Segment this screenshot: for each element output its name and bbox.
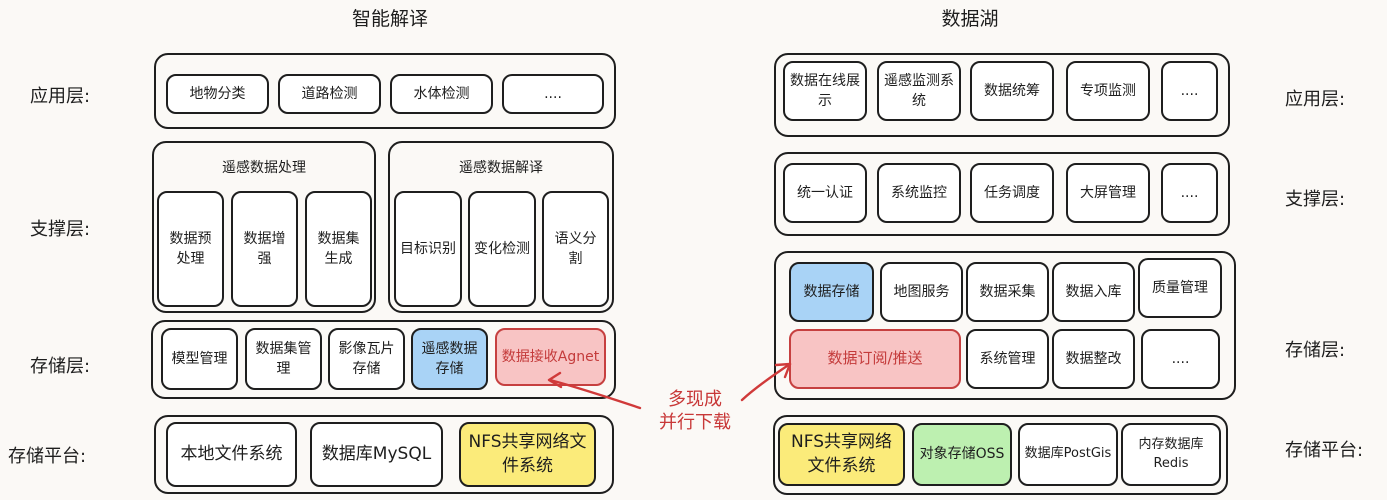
left-app-item: 地物分类 [166,74,269,114]
right-platform-item-nfs: NFS共享网络文件系统 [778,423,905,486]
left-app-item-more: .... [502,74,604,114]
left-platform-item: 本地文件系统 [166,422,297,487]
right-app-item: 数据在线展示 [783,61,867,121]
left-support-item: 数据集生成 [305,191,372,307]
right-support-item-more: .... [1161,163,1218,223]
left-support-group-processing [152,141,376,313]
arrow-to-agent-head [547,371,563,389]
left-label-app: 应用层: [30,86,91,107]
right-app-item: 专项监测 [1066,61,1150,121]
left-app-item: 水体检测 [390,74,493,114]
left-platform-layer [154,415,614,494]
right-storage-item-highlight: 数据存储 [789,262,874,322]
right-storage-item: 质量管理 [1138,258,1222,318]
right-support-item: 大屏管理 [1066,163,1150,223]
right-storage-item-more: .... [1141,329,1220,389]
left-storage-item: 模型管理 [161,328,238,390]
left-platform-item-nfs: NFS共享网络文件系统 [459,422,596,487]
right-storage-layer [774,251,1236,400]
left-support-group-title: 遥感数据解译 [459,160,543,176]
right-label-app: 应用层: [1285,89,1346,110]
parallel-download-note: 多现成 并行下载 [640,388,750,435]
right-storage-item: 数据采集 [966,262,1049,322]
arrow-to-subscribe-head [774,362,792,379]
left-support-item: 目标识别 [394,191,462,307]
right-app-item-more: .... [1161,61,1218,121]
right-app-item: 数据统筹 [970,61,1054,121]
right-storage-item: 系统管理 [966,329,1049,389]
left-support-item: 变化检测 [468,191,536,307]
left-storage-item: 影像瓦片存储 [328,328,405,390]
right-storage-item: 数据入库 [1052,262,1135,322]
right-label-storage: 存储层: [1285,340,1346,361]
left-storage-item: 数据集管理 [245,328,322,390]
right-label-platform: 存储平台: [1285,440,1364,461]
left-app-layer [154,53,616,129]
right-platform-item: 数据库PostGis [1018,423,1118,486]
left-label-platform: 存储平台: [8,446,87,467]
note-line-1: 多现成 [668,389,722,410]
data-receive-agent-box: 数据接收Agnet [495,328,606,386]
right-support-item: 统一认证 [783,163,867,223]
left-app-item: 道路检测 [278,74,381,114]
right-support-item: 任务调度 [970,163,1054,223]
right-platform-layer [773,415,1228,495]
right-app-layer [774,53,1230,137]
left-label-support: 支撑层: [30,219,91,240]
left-support-group-title: 遥感数据处理 [222,160,306,176]
right-storage-item: 数据整改 [1052,329,1135,389]
right-platform-item-oss: 对象存储OSS [912,423,1012,486]
right-diagram-title: 数据湖 [941,8,999,30]
left-label-storage: 存储层: [30,356,91,377]
right-label-support: 支撑层: [1285,189,1346,210]
left-platform-item: 数据库MySQL [310,422,443,487]
left-diagram-title: 智能解译 [351,8,428,30]
right-storage-item: 地图服务 [880,262,963,322]
right-platform-item: 内存数据库Redis [1121,423,1221,486]
note-line-2: 并行下载 [659,412,731,434]
right-support-layer [774,152,1230,236]
right-app-item: 遥感监测系统 [877,61,961,121]
right-support-item: 系统监控 [877,163,961,223]
arrow-to-agent [548,378,642,410]
left-storage-item-highlight: 遥感数据存储 [411,328,488,390]
left-support-item: 数据增强 [231,191,298,307]
left-support-item: 语义分割 [542,191,609,307]
left-storage-layer [151,320,616,399]
left-support-item: 数据预处理 [157,191,224,307]
arrow-to-subscribe [740,362,792,402]
left-support-group-interpretation [388,141,614,313]
data-subscribe-push-box: 数据订阅/推送 [789,329,961,389]
